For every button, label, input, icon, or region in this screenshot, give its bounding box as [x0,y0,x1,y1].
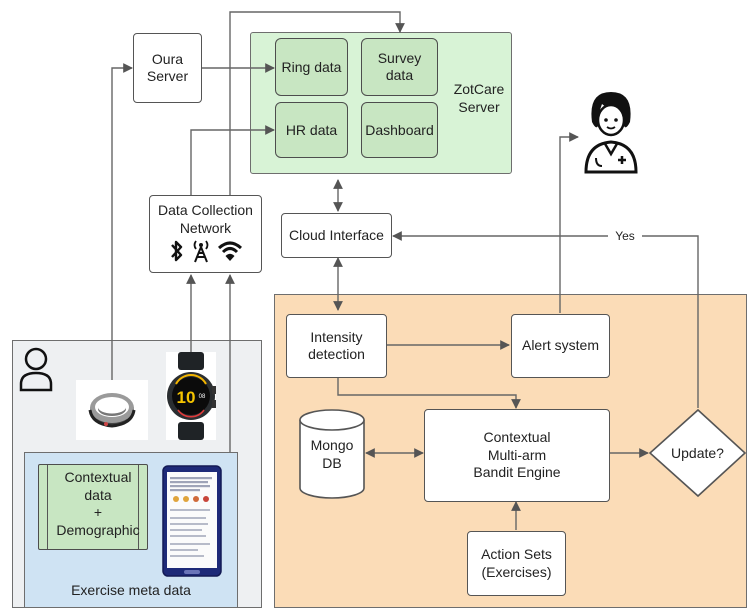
decision-diamond [648,408,747,498]
contextual-data-label: Contextual data + Demographic [56,469,140,538]
yes-edge-label: Yes [608,228,642,244]
dashboard-node[interactable]: Dashboard [361,102,438,158]
edge-ring-to-oura [111,63,133,382]
edge-alert-doctor [559,132,579,313]
smartwatch-image: 10 08 [166,352,216,440]
phone-survey-image [162,465,222,577]
contextual-data-card[interactable]: Contextual data + Demographic [38,464,148,550]
alert-system-node[interactable]: Alert system [511,314,610,378]
action-sets-node[interactable]: Action Sets (Exercises) [467,531,566,596]
user-icon [19,347,53,392]
mongo-db-node[interactable]: Mongo DB [298,408,366,500]
antenna-icon [193,240,208,263]
smartwatch-icon: 10 08 [167,352,216,440]
exercise-meta-label: Exercise meta data [71,582,191,598]
phone-survey-icon [162,465,222,577]
watch-date: 08 [199,394,206,400]
survey-data-node[interactable]: Survey data [361,38,438,96]
edge-dcn-to-hrdata [190,125,275,195]
watch-time: 10 [177,388,196,407]
oura-ring-icon [88,393,136,428]
oura-server-node[interactable]: Oura Server [133,33,202,103]
doctor-icon [584,92,638,174]
mongo-db-label: Mongo DB [310,437,354,472]
data-collection-node[interactable]: Data Collection Network [149,195,262,273]
cloud-interface-node[interactable]: Cloud Interface [281,213,392,258]
update-decision-node[interactable]: Update? [648,408,747,498]
update-label: Update? [671,445,724,461]
bluetooth-icon [170,240,182,262]
hr-data-node[interactable]: HR data [275,102,348,158]
data-collection-label: Data Collection Network [158,202,253,236]
bandit-engine-node[interactable]: Contextual Multi-arm Bandit Engine [424,409,610,502]
edge-intensity-bandit [337,378,521,409]
oura-ring-image [76,380,148,440]
ring-data-node[interactable]: Ring data [275,38,348,96]
edge-dcn-to-survey [229,11,405,195]
edge-update-cloud [392,231,699,408]
intensity-detection-node[interactable]: Intensity detection [286,314,387,378]
zotcare-server-label: ZotCare Server [453,81,505,116]
database-icon [299,409,365,499]
wifi-icon [217,241,242,261]
